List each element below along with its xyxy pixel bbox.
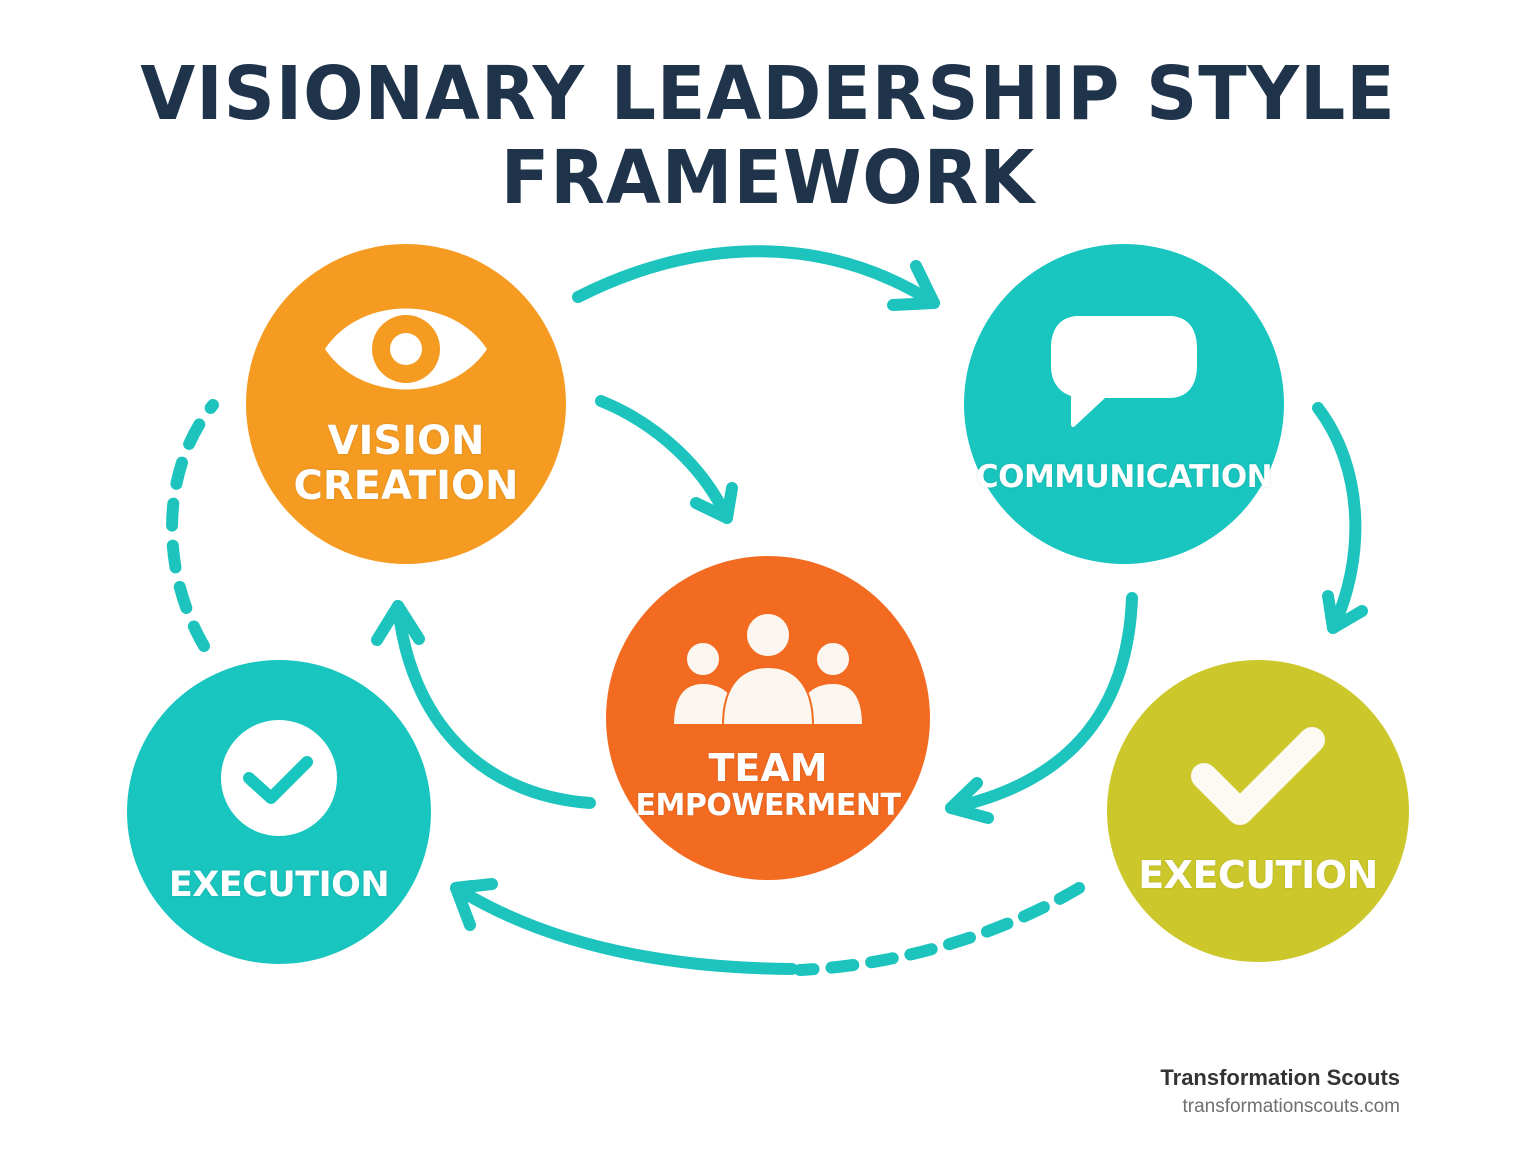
title-line-1: VISIONARY LEADERSHIP STYLE bbox=[140, 51, 1396, 137]
speech-bubble-icon bbox=[1051, 315, 1197, 427]
label-line: TEAM bbox=[708, 745, 828, 790]
node-execution-right: EXECUTION bbox=[1107, 660, 1409, 962]
eye-icon bbox=[325, 308, 487, 390]
node-team-empowerment: TEAM EMPOWERMENT bbox=[606, 556, 930, 880]
arrow-vision-to-team bbox=[595, 395, 738, 524]
arrow-team-to-vision bbox=[371, 600, 596, 809]
arrow-communication-to-execution-right bbox=[1312, 402, 1368, 634]
arrow-communication-to-team bbox=[945, 592, 1138, 824]
arrow-execution-right-to-execution-left bbox=[450, 878, 1085, 976]
checkmark-icon bbox=[1191, 726, 1325, 825]
node-communication: COMMUNICATION bbox=[964, 244, 1284, 564]
label-line: EXECUTION bbox=[168, 865, 390, 906]
node-label: EXECUTION bbox=[168, 865, 390, 906]
node-label: COMMUNICATION bbox=[975, 458, 1273, 495]
label-line: CREATION bbox=[293, 463, 519, 509]
node-vision-creation: VISION CREATION bbox=[246, 244, 566, 564]
title-line-2: FRAMEWORK bbox=[500, 135, 1036, 221]
node-label: EXECUTION bbox=[1138, 854, 1378, 897]
label-line: EXECUTION bbox=[1138, 852, 1378, 897]
brand-footer: Transformation Scouts transformationscou… bbox=[1160, 1064, 1400, 1122]
label-line: EMPOWERMENT bbox=[635, 788, 901, 824]
node-label: VISION CREATION bbox=[294, 419, 519, 509]
node-execution-left: EXECUTION bbox=[127, 660, 431, 964]
label-line: COMMUNICATION bbox=[975, 458, 1273, 495]
brand-name: Transformation Scouts bbox=[1160, 1065, 1400, 1090]
node-label: TEAM EMPOWERMENT bbox=[636, 747, 901, 823]
label-line: VISION bbox=[327, 418, 485, 465]
brand-url: transformationscouts.com bbox=[1182, 1096, 1400, 1117]
arrow-vision-to-communication bbox=[572, 245, 940, 311]
arrow-execution-left-to-vision bbox=[166, 399, 219, 652]
diagram-title: VISIONARY LEADERSHIP STYLE FRAMEWORK bbox=[31, 52, 1506, 220]
team-group-icon bbox=[673, 612, 863, 725]
check-circle-icon bbox=[221, 720, 337, 837]
